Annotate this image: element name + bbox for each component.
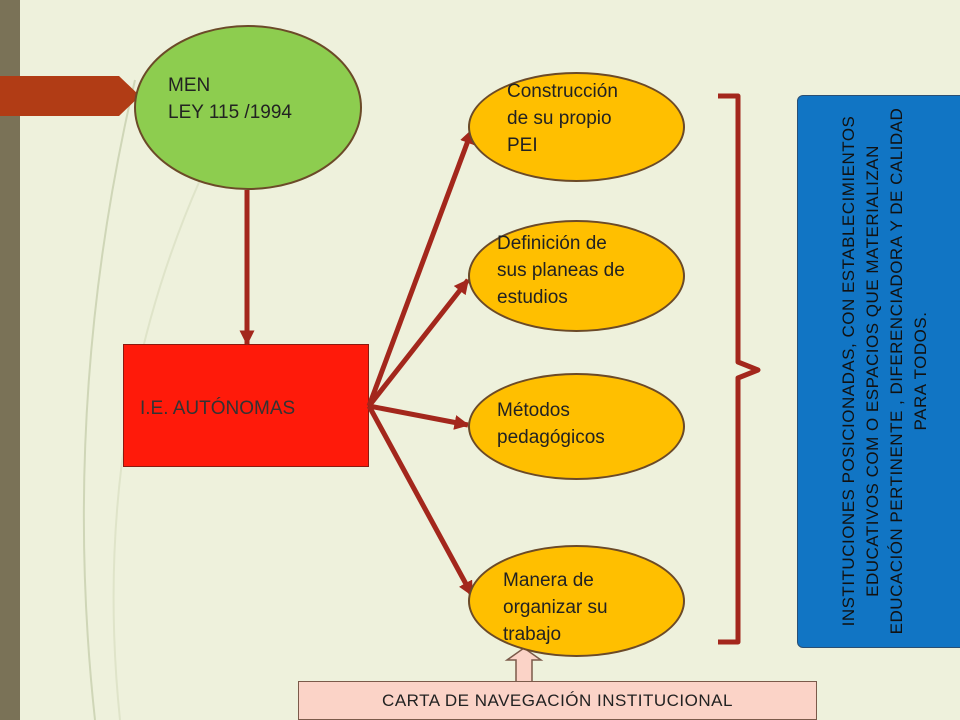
- node-metodos: [468, 373, 685, 480]
- grouping-brace: [718, 93, 761, 645]
- arrow-to-manera: [366, 404, 475, 597]
- men-label: MEN LEY 115 /1994: [168, 75, 292, 123]
- arrow-to-metodos: [368, 403, 470, 430]
- arrow-to-definicion: [367, 278, 470, 408]
- arrow-to-construccion: [366, 128, 475, 407]
- node-definicion: [468, 220, 685, 332]
- footer-carta-box: CARTA DE NAVEGACIÓN INSTITUCIONAL: [298, 681, 817, 720]
- node-definicion-label: Definición de sus planeas de estudios: [497, 233, 625, 308]
- node-construccion-label: Construcción de su propio PEI: [507, 81, 618, 156]
- men-ellipse: [134, 25, 362, 190]
- node-construccion: [468, 72, 685, 182]
- ie-autonomas-label: I.E. AUTÓNOMAS: [140, 398, 296, 419]
- ie-autonomas-box: [123, 344, 369, 467]
- result-box: [797, 95, 960, 648]
- slide-accent-tab: [0, 76, 140, 116]
- node-manera: [468, 545, 685, 657]
- node-metodos-label: Métodos pedagógicos: [497, 400, 605, 448]
- result-text: INSTITUCIONES POSICIONADAS, CON ESTABLEC…: [839, 107, 930, 635]
- node-manera-label: Manera de organizar su trabajo: [503, 570, 608, 645]
- slide-left-strip: [0, 0, 20, 720]
